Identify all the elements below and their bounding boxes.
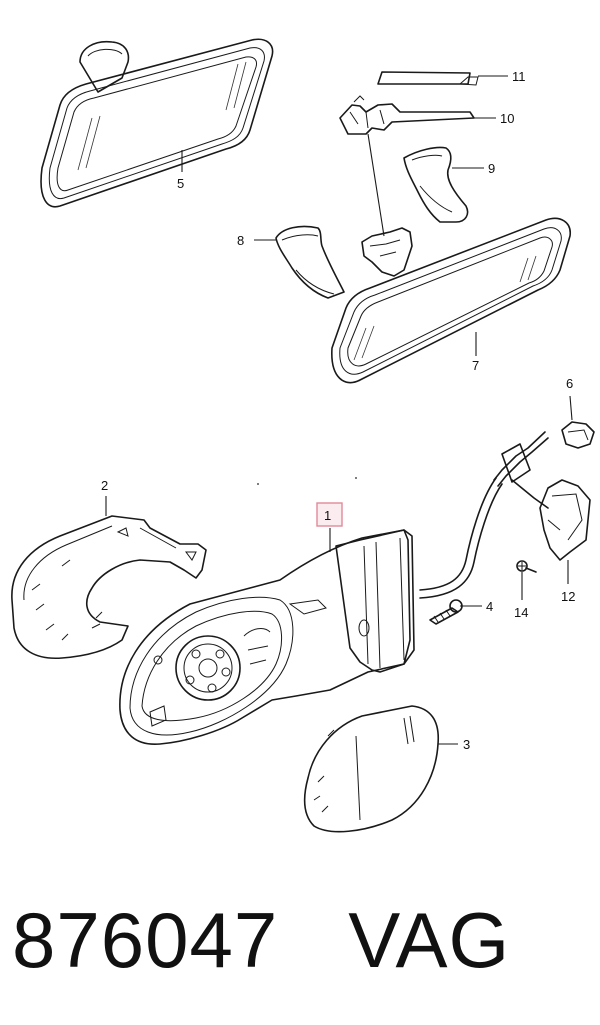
callout-12[interactable]: 12 bbox=[561, 589, 575, 604]
part-6-connector bbox=[561, 421, 595, 449]
part-7-interior-mirror bbox=[331, 217, 571, 384]
callout-8[interactable]: 8 bbox=[237, 233, 244, 248]
callout-6[interactable]: 6 bbox=[566, 376, 573, 391]
callout-1[interactable]: 1 bbox=[324, 508, 331, 523]
callout-10[interactable]: 10 bbox=[500, 111, 514, 126]
part-2-housing-cover bbox=[11, 515, 207, 660]
part-12-bracket bbox=[539, 479, 591, 561]
part-10-mirror-base bbox=[339, 95, 475, 135]
part-8-cover bbox=[275, 225, 345, 299]
brand-name: VAG bbox=[348, 896, 511, 984]
wiring-harness bbox=[419, 431, 549, 599]
part-4-screw bbox=[429, 599, 463, 625]
mirror-mount-clip bbox=[361, 227, 413, 277]
callout-3[interactable]: 3 bbox=[463, 737, 470, 752]
part-1-mirror-assembly bbox=[119, 529, 415, 745]
part-11-cover bbox=[377, 71, 479, 86]
part-caption: 876047 VAG bbox=[12, 895, 510, 986]
callout-2[interactable]: 2 bbox=[101, 478, 108, 493]
part-14-screw bbox=[516, 560, 537, 573]
part-number: 876047 bbox=[12, 896, 279, 984]
part-5-interior-mirror bbox=[40, 38, 274, 208]
part-9-cover bbox=[403, 146, 469, 223]
callout-labels: 1 2 3 4 5 6 7 8 9 10 11 12 14 bbox=[101, 69, 575, 752]
callout-7[interactable]: 7 bbox=[472, 358, 479, 373]
part-3-mirror-glass bbox=[303, 705, 439, 833]
callout-5[interactable]: 5 bbox=[177, 176, 184, 191]
highlight-box-part-1 bbox=[316, 502, 343, 527]
callout-9[interactable]: 9 bbox=[488, 161, 495, 176]
callout-4[interactable]: 4 bbox=[486, 599, 493, 614]
leader-lines bbox=[105, 75, 573, 745]
callout-11[interactable]: 11 bbox=[512, 69, 526, 84]
callout-14[interactable]: 14 bbox=[514, 605, 528, 620]
